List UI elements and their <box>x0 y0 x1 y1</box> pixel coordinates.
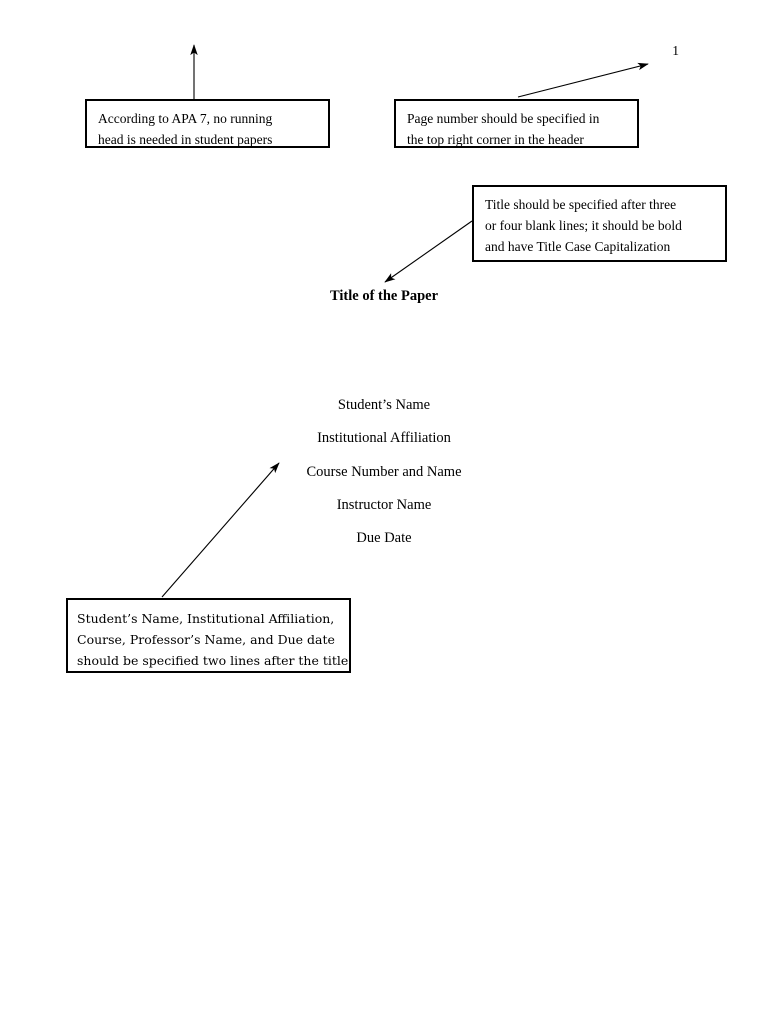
callout-page-number-line-1: Page number should be specified in <box>407 111 600 126</box>
callout-page-number-line-2: the top right corner in the header <box>407 132 584 147</box>
author-line-course: Course Number and Name <box>306 463 462 480</box>
page-number: 1 <box>672 43 679 58</box>
author-line-instructor: Instructor Name <box>336 496 432 513</box>
callout-title-rules-line-1: Title should be specified after three <box>485 197 677 212</box>
callout-title-rules-line-3: and have Title Case Capitalization <box>485 239 671 254</box>
callout-author-rules: Student’s Name, Institutional Affiliatio… <box>66 598 351 673</box>
callout-running-head: According to APA 7, no running head is n… <box>85 99 330 148</box>
callout-author-rules-line-2: Course, Professor’s Name, and Due date <box>77 632 335 647</box>
callout-author-rules-line-1: Student’s Name, Institutional Affiliatio… <box>77 611 335 626</box>
arrow-to-page-number <box>517 62 649 98</box>
callout-title-rules: Title should be specified after three or… <box>472 185 727 262</box>
callout-page-number: Page number should be specified in the t… <box>394 99 639 148</box>
author-line-student-name: Student’s Name <box>337 397 431 413</box>
author-block: Student’s Name Institutional Affiliation… <box>0 389 768 555</box>
author-line-due-date: Due Date <box>356 530 412 547</box>
callout-running-head-line-2: head is needed in student papers <box>98 132 273 147</box>
author-line-institutional-affiliation: Institutional Affiliation <box>317 430 451 447</box>
callout-running-head-line-1: According to APA 7, no running <box>98 111 273 126</box>
callout-title-rules-line-2: or four blank lines; it should be bold <box>485 218 682 233</box>
arrow-to-paper-title <box>384 220 473 283</box>
page-title: Title of the Paper <box>329 288 439 304</box>
callout-author-rules-line-3: should be specified two lines after the … <box>77 653 349 668</box>
